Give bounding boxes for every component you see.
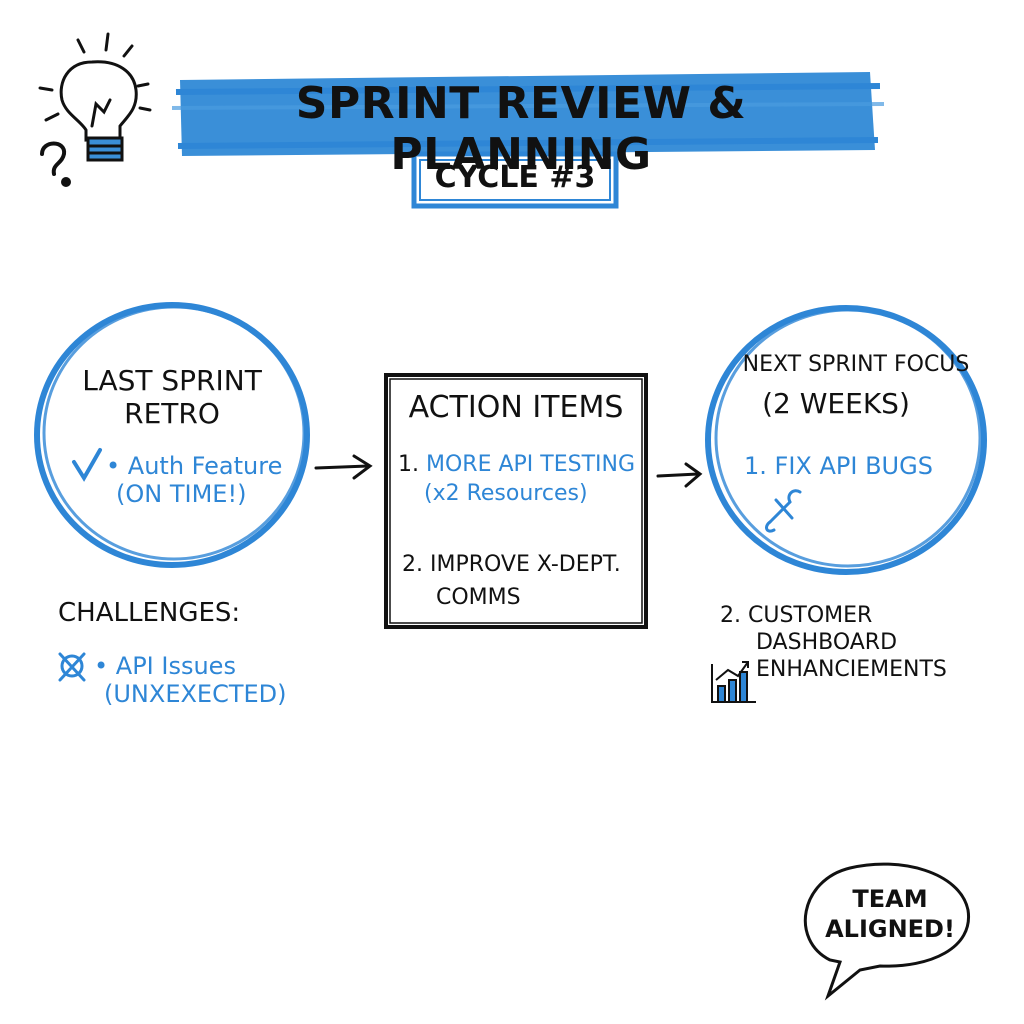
x-mark-icon [58,652,86,682]
action-item-2: 2. IMPROVE X-DEPT. COMMS [402,552,642,610]
next-sprint-item-2: 2. CUSTOMER DASHBOARD ENHANCIEMENTS [720,602,960,683]
next-sprint-title-line: NEXT SPRINT FOCUS [742,352,970,377]
next-sprint-item-line: ENHANCIEMENTS [756,657,947,682]
challenges-heading: CHALLENGES: [58,598,241,628]
page-title: SPRINT REVIEW & PLANNING [295,78,747,180]
checkmark-icon [72,448,102,482]
challenges-item: • API Issues (UNXEXECTED) [94,652,314,708]
challenges-item-line: (UNXEXECTED) [104,680,287,708]
action-item-number: 1. [398,452,419,477]
retro-title: LAST SPRINT RETRO [62,364,282,430]
bar-chart-icon [711,661,756,703]
next-sprint-title: NEXT SPRINT FOCUS (2 WEEKS) [736,352,976,420]
lightbulb-icon [38,32,152,162]
retro-win-line: • Auth Feature [106,452,283,480]
next-sprint-title-line: (2 WEEKS) [762,387,910,420]
title-banner [171,72,885,156]
arrow-icon [656,462,703,488]
retro-title-line: RETRO [124,397,220,430]
wrench-icon [765,489,802,533]
retro-title-line: LAST SPRINT [82,364,262,397]
speech-bubble-text: TEAM ALIGNED! [812,884,968,944]
cycle-box [411,151,619,209]
action-items-title: ACTION ITEMS [408,390,624,425]
action-item-1: 1. MORE API TESTING (x2 Resources) [398,452,640,506]
action-items-box [384,373,648,629]
action-item-text: COMMS [436,585,521,610]
next-sprint-item-line: DASHBOARD [756,630,898,655]
action-item-text: MORE API TESTING [426,452,636,477]
retro-win-line: (ON TIME!) [116,480,247,508]
action-item-text: 2. IMPROVE X-DEPT. [402,552,621,577]
cycle-label: CYCLE #3 [434,160,596,195]
speech-bubble-line: TEAM [852,885,928,913]
question-mark-icon [40,141,71,187]
action-item-text: (x2 Resources) [424,481,588,506]
retro-win: • Auth Feature (ON TIME!) [106,452,306,508]
next-sprint-item-line: 2. CUSTOMER [720,603,873,628]
arrow-icon [314,454,373,480]
speech-bubble-line: ALIGNED! [825,915,955,943]
next-sprint-circle [705,305,987,575]
retro-circle [34,302,310,568]
challenges-item-line: • API Issues [94,652,236,680]
next-sprint-item-1: 1. FIX API BUGS [744,452,933,480]
speech-bubble-icon [803,862,970,1001]
